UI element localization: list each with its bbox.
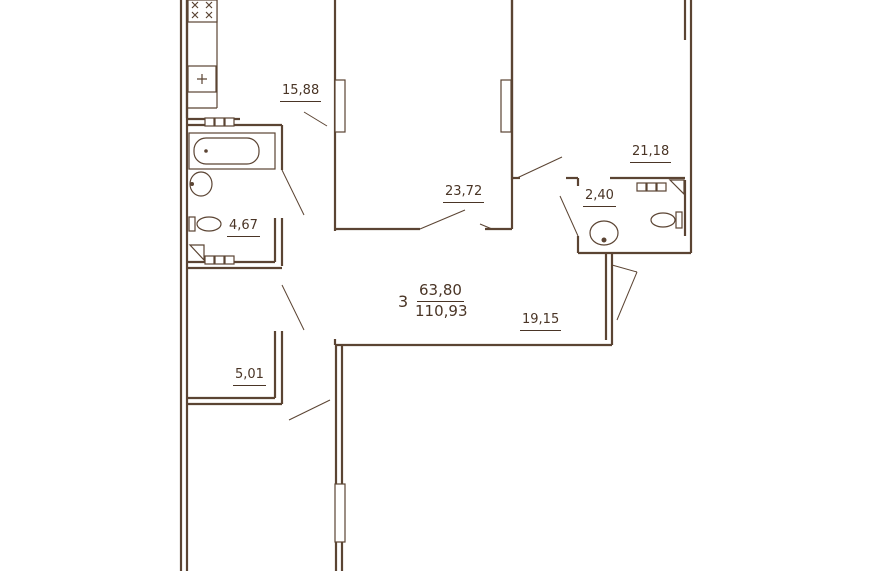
stove-icon xyxy=(187,0,218,93)
sink-icon xyxy=(189,171,619,246)
bathtub-icon xyxy=(188,132,276,170)
room-area-label: 15,88 xyxy=(280,84,322,102)
room-area-label: 19,15 xyxy=(520,313,562,331)
apartment-rooms-count: 3 xyxy=(398,292,409,311)
apartment-living-area: 63,80 xyxy=(417,281,464,302)
room-area-label: 2,40 xyxy=(583,189,616,207)
room-area-label: 5,01 xyxy=(233,368,266,386)
radiator-icon xyxy=(204,117,667,265)
apartment-total-area: 110,93 xyxy=(415,302,468,320)
room-area-label: 23,72 xyxy=(443,185,485,203)
room-area-label: 4,67 xyxy=(227,219,260,237)
doors xyxy=(281,79,638,543)
shower-icon xyxy=(188,179,685,262)
toilet-icon xyxy=(188,211,683,232)
room-walls xyxy=(187,0,693,571)
room-area-label: 21,18 xyxy=(630,145,672,163)
